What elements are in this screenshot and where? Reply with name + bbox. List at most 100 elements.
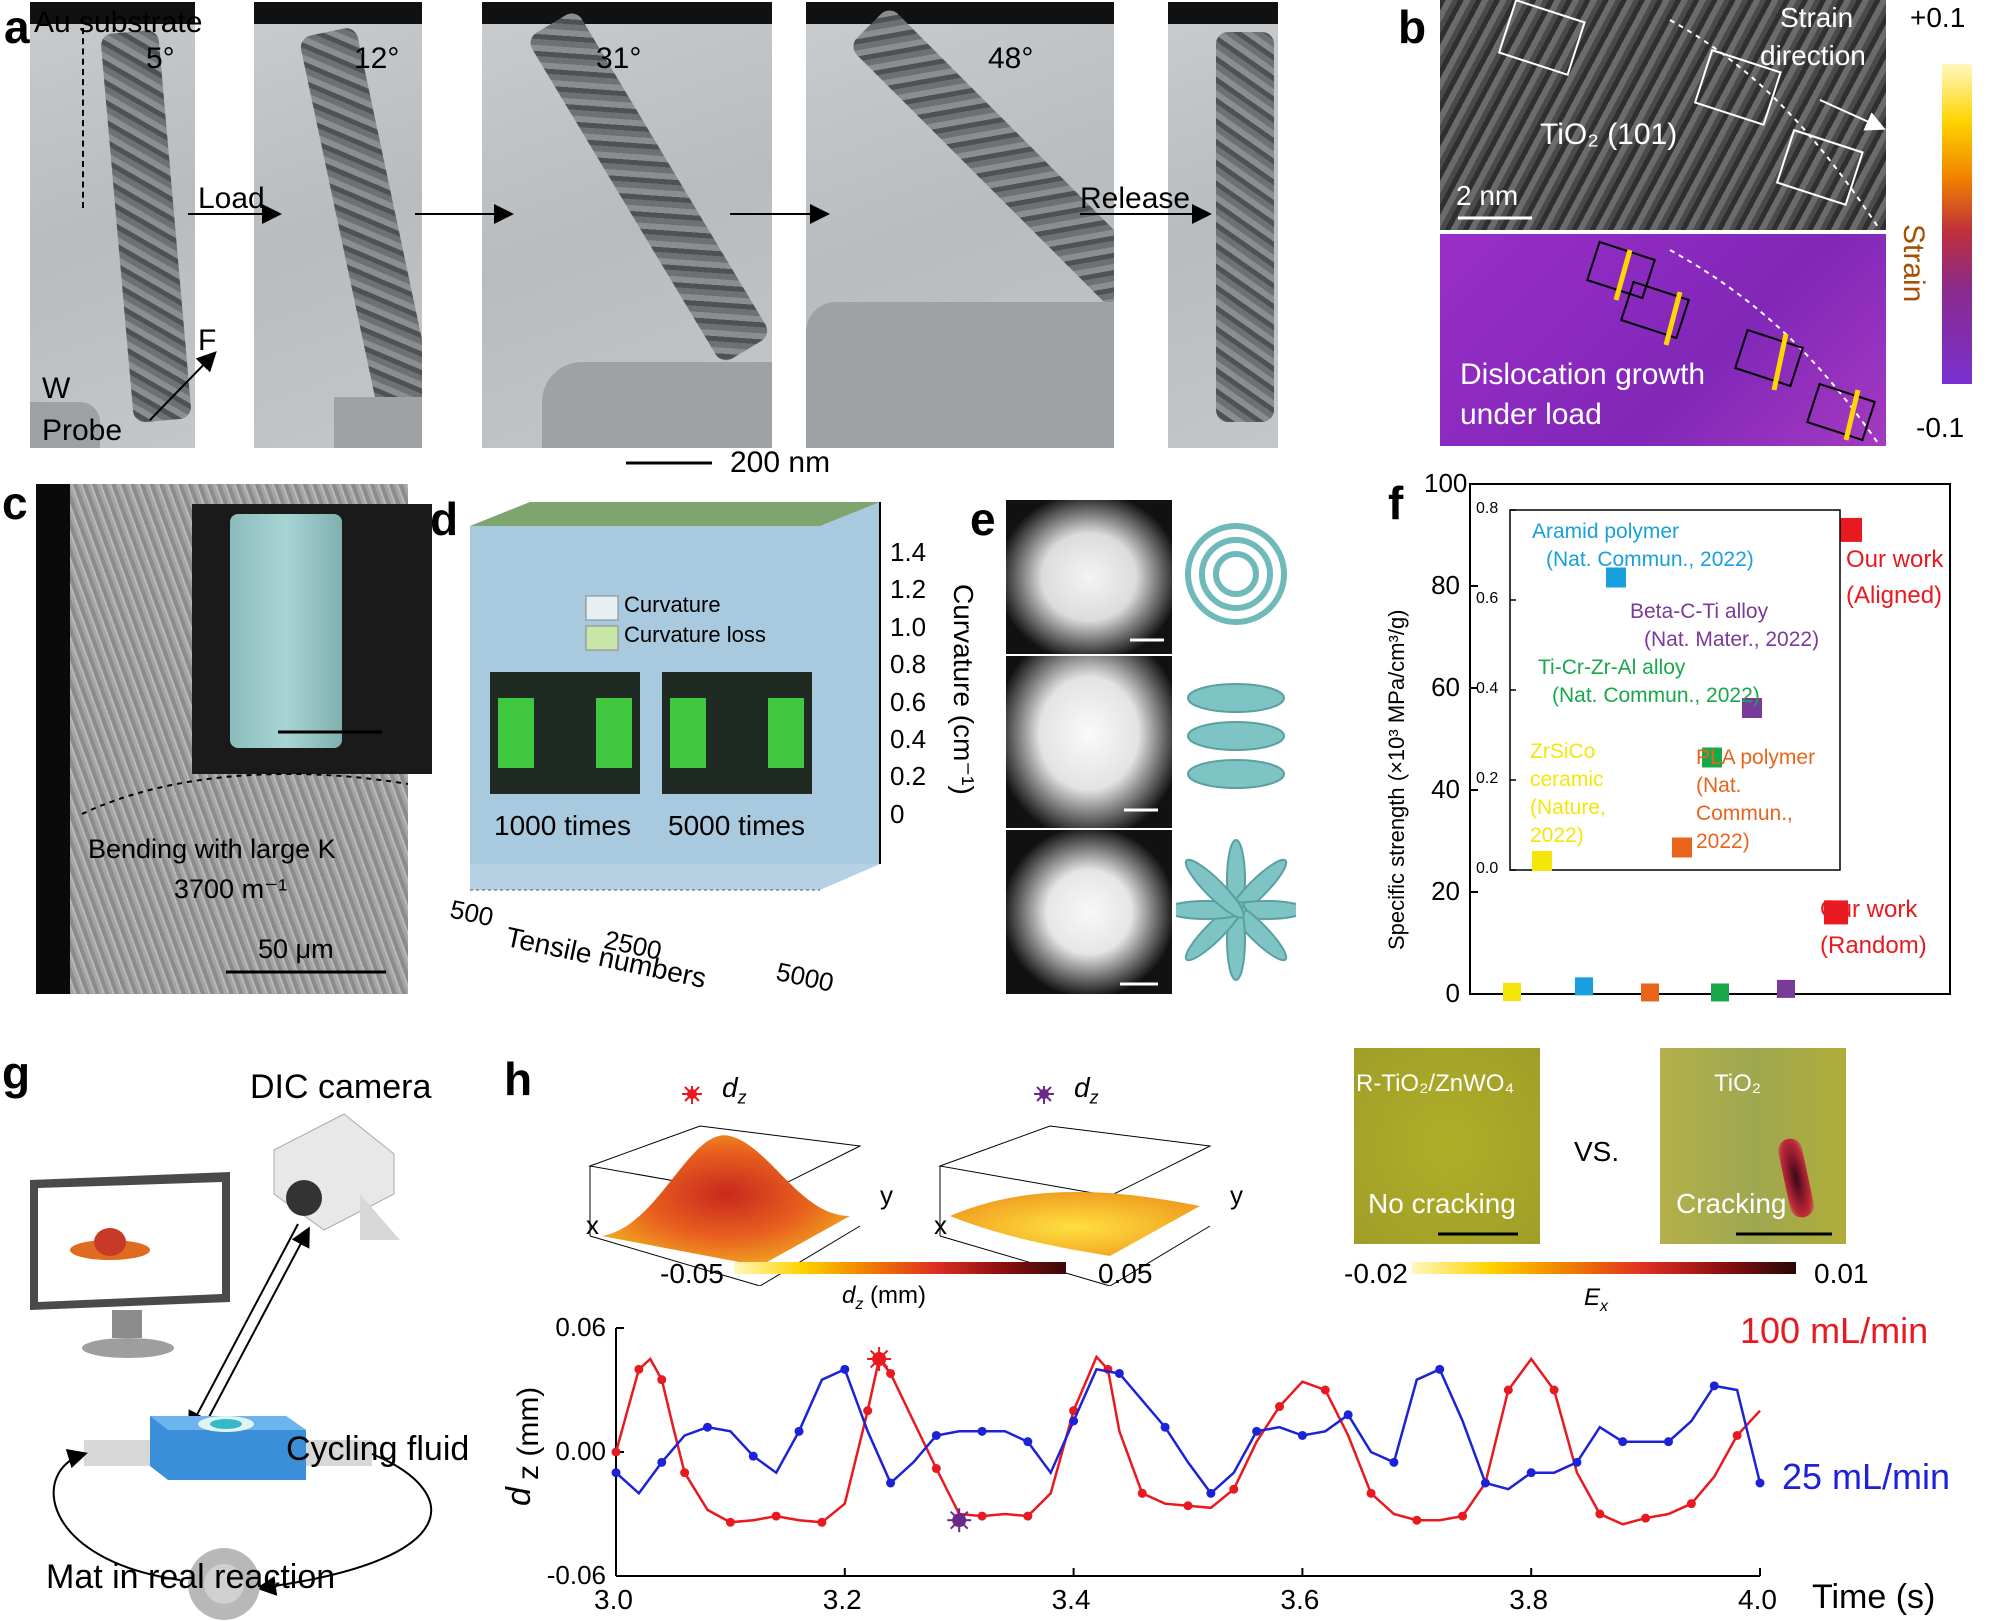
special-marker [872, 1352, 887, 1366]
strain-colorbar-min: -0.1 [1916, 412, 1965, 443]
series-point [1297, 1430, 1307, 1440]
y-tick-label: 40 [1431, 774, 1460, 804]
series-point [931, 1430, 941, 1440]
x-axis-label: Time (s) [1812, 1578, 1936, 1616]
angle-label-2: 12° [354, 42, 400, 75]
series-point [1206, 1488, 1216, 1498]
curvature-tick: 0.8 [890, 649, 927, 680]
inset-y-tick-label: 0.4 [1476, 680, 1499, 697]
photo-label-5000: 5000 times [668, 810, 805, 841]
bending-value: 3700 m⁻¹ [174, 874, 288, 904]
x-tick-label: 3.8 [1509, 1584, 1549, 1615]
inset-annotation-label: ZrSiCo [1530, 740, 1596, 763]
sem-image [36, 484, 432, 994]
annotation-label: (Random) [1820, 932, 1927, 959]
inset-frame [1509, 509, 1841, 871]
inset-data-point [1672, 837, 1692, 858]
ex-colorbar-sub: x [1600, 1297, 1609, 1315]
panel-f-chart [1469, 483, 1951, 1002]
strain-direction-label-1: Strain [1780, 2, 1854, 33]
probe-w-label: W [42, 372, 71, 405]
data-point [1503, 982, 1521, 1001]
series-point [680, 1468, 690, 1478]
series-point [1320, 1385, 1330, 1395]
tem-frame-4 [806, 2, 1114, 448]
substrate-normal-line [82, 28, 84, 208]
series-point [977, 1426, 987, 1436]
inset-y-tick-label: 0.8 [1476, 500, 1499, 517]
series-point [1663, 1437, 1673, 1447]
series-point [1732, 1430, 1742, 1440]
series-point [1183, 1501, 1193, 1511]
ex-colorbar-label: Ex [1584, 1284, 1608, 1316]
sem-scale-label: 50 μm [258, 934, 334, 964]
series-point [611, 1447, 621, 1457]
series-point [1412, 1515, 1422, 1525]
curvature-tick: 0.4 [890, 724, 927, 755]
tem-frame-3 [482, 2, 772, 448]
curvature-tick: 1.2 [890, 574, 927, 605]
panel-label-d: d [430, 493, 459, 545]
series-point [1069, 1416, 1079, 1426]
data-point [1711, 983, 1729, 1002]
series-point [1595, 1509, 1605, 1519]
series-point [1572, 1457, 1582, 1467]
rolled-mat-photo [1006, 500, 1172, 654]
series-point [886, 1478, 896, 1488]
versus-label: VS. [1574, 1136, 1620, 1167]
panel-d-3d-chart [470, 502, 881, 891]
annotation-label: Our work [1820, 896, 1918, 923]
series-point [977, 1511, 987, 1521]
panel-f-marks [1469, 483, 1951, 1002]
y-tick-label: 20 [1431, 876, 1460, 906]
photo-1-title: R-TiO₂/ZnWO₄ [1356, 1070, 1515, 1097]
data-point [1838, 517, 1862, 542]
series-point [1549, 1385, 1559, 1395]
series-point [1480, 1478, 1490, 1488]
series-point [725, 1517, 735, 1527]
series-point [1023, 1437, 1033, 1447]
photo-scale-bars [1120, 638, 1164, 986]
series-point [1458, 1511, 1468, 1521]
inset-annotation-label: Aramid polymer [1532, 520, 1680, 543]
panel-label-h: h [504, 1053, 533, 1105]
dz-colorbar-unit: (mm) [863, 1282, 926, 1309]
probe-label: Probe [42, 414, 123, 447]
ex-colorbar-symbol: E [1584, 1284, 1601, 1311]
photo-2-title: TiO₂ [1714, 1070, 1762, 1097]
series-point [863, 1406, 873, 1416]
dic-camera-label: DIC camera [250, 1068, 432, 1106]
strain-direction-label-2: direction [1760, 40, 1866, 71]
tem-frame-2 [254, 2, 422, 448]
panel-label-a: a [4, 1, 30, 53]
panel-label-g: g [2, 1047, 31, 1099]
photo-label-1000: 1000 times [494, 810, 631, 841]
series-point [1709, 1381, 1719, 1391]
inset-y-tick-label: 0.6 [1476, 590, 1499, 607]
hrtem-scale-label: 2 nm [1456, 180, 1519, 211]
y-tick-label: 0.06 [555, 1312, 606, 1342]
y-axis-label-unit: z (mm) [512, 1386, 545, 1480]
y-tick-label: 100 [1424, 468, 1468, 498]
y-tick-label: 0.00 [555, 1436, 606, 1466]
cycling-fluid-label: Cycling fluid [286, 1430, 470, 1468]
curvature-ticks: 1.4 1.2 1.0 0.8 0.6 0.4 0.2 0 [890, 534, 926, 833]
inset-data-point [1532, 851, 1552, 871]
plane-label: TiO₂ (101) [1540, 118, 1678, 151]
x-tick-label: 3.4 [1051, 1584, 1091, 1615]
series-point [1160, 1422, 1170, 1432]
ex-colorbar [1412, 1262, 1796, 1274]
curvature-tick: 0 [890, 798, 905, 829]
x-tick-label: 3.0 [594, 1584, 633, 1615]
au-substrate-label: Au substrate [34, 6, 203, 39]
panel-label-c: c [2, 477, 28, 529]
x-tick-label: 3.6 [1280, 1584, 1320, 1615]
tem-frame-1 [30, 2, 195, 448]
series-point [1275, 1402, 1285, 1412]
series-point [1503, 1385, 1513, 1395]
bending-caption-text: Bending with large K [88, 834, 336, 864]
inset-y-tick-label: 0.2 [1476, 770, 1499, 787]
inset-annotation-label: PLA polymer [1696, 746, 1816, 769]
series-point [634, 1364, 644, 1374]
strain-photo-scale-bars [1438, 1232, 1832, 1236]
